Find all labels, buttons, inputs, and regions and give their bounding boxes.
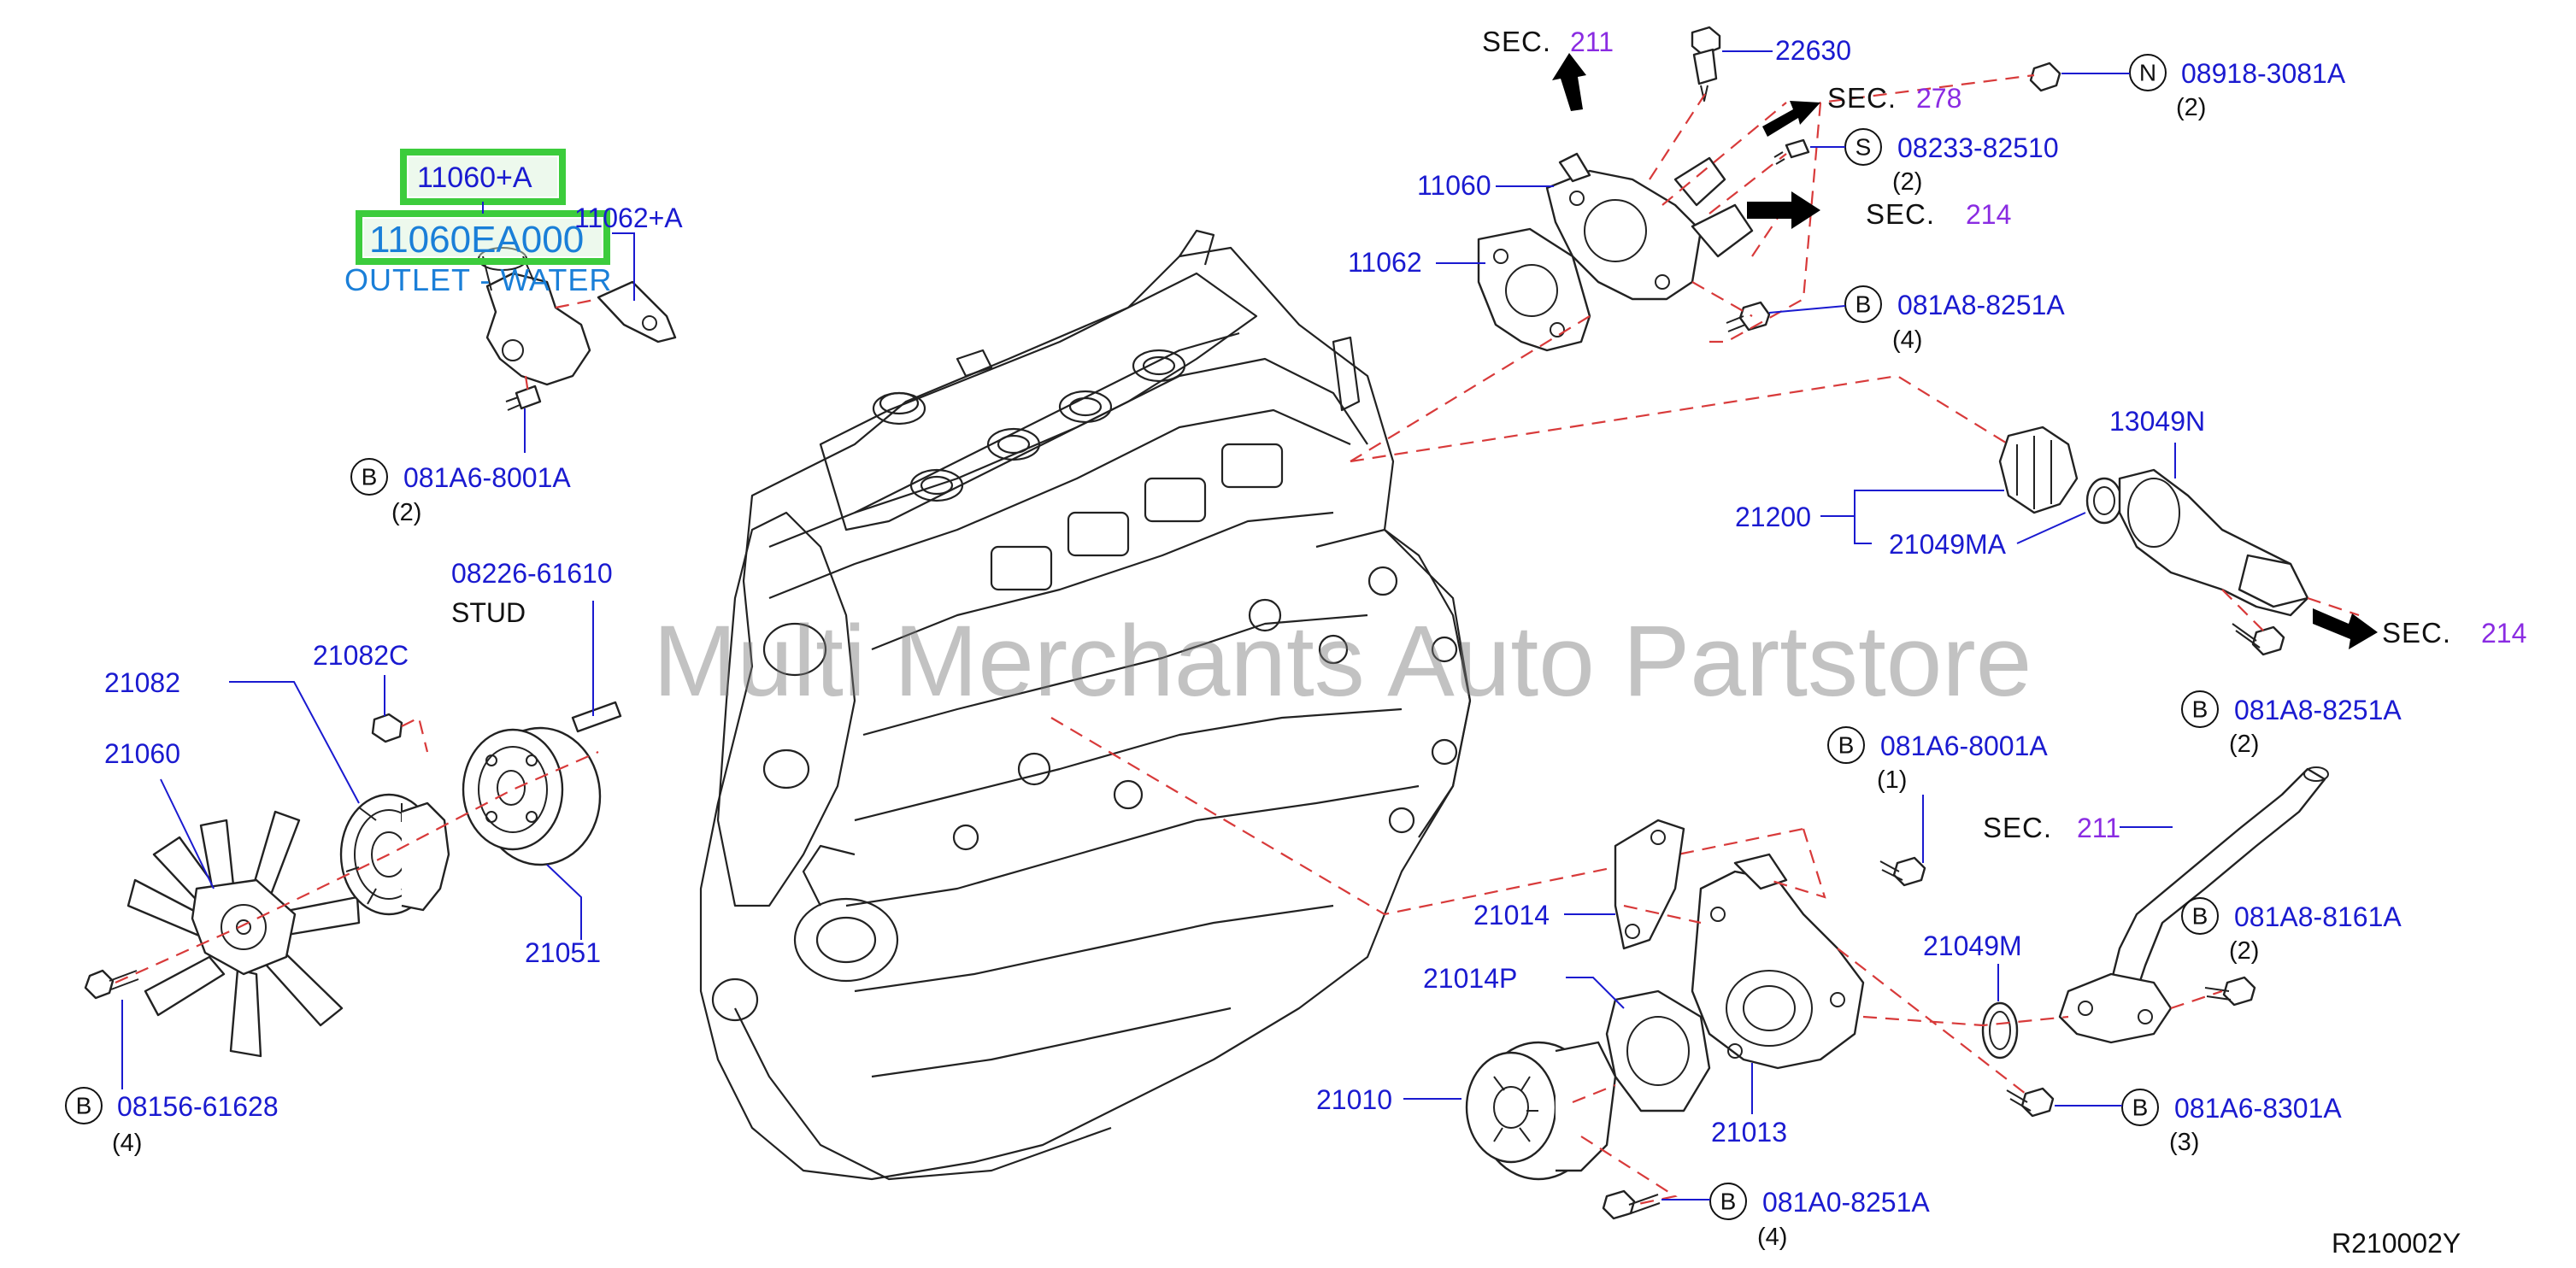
label-21014: 21014 (1473, 900, 1550, 930)
qty-081a8-8251a-top: (4) (1892, 326, 1922, 354)
label-21049ma: 21049MA (1889, 529, 2007, 560)
qty-081a8-8251a-mid: (2) (2229, 731, 2259, 758)
water-pump-assembly (1465, 766, 2329, 1220)
qty-081a8-8161a: (2) (2229, 937, 2259, 965)
label-21082c: 21082C (313, 640, 409, 671)
label-081a6-8001a-top: 081A6-8001A (403, 462, 571, 493)
circle-b-icon (65, 1087, 103, 1124)
arrow-right-icon (2313, 608, 2378, 649)
svg-text:B: B (2192, 903, 2208, 930)
label-081a6-8001a-mid: 081A6-8001A (1880, 731, 2048, 761)
label-21013: 21013 (1711, 1117, 1787, 1148)
arrow-right-icon (1762, 101, 1820, 137)
svg-text:B: B (1838, 732, 1855, 759)
label-21200: 21200 (1735, 502, 1811, 532)
sec-214-right: 214 (2481, 618, 2526, 649)
highlight-label-11060-a: 11060+A (417, 161, 532, 194)
highlight-part-number: 11060EA000 (369, 219, 584, 261)
label-11062: 11062 (1348, 247, 1422, 278)
watermark: Multi Merchants Auto Partstore (653, 605, 2032, 718)
label-22630: 22630 (1775, 35, 1851, 66)
label-21014p: 21014P (1423, 963, 1517, 994)
sec-211-top: 211 (1570, 26, 1614, 57)
label-081a8-8251a-mid: 081A8-8251A (2234, 695, 2402, 725)
qty-081a6-8001a-top: (2) (391, 499, 421, 526)
qty-08233-82510: (2) (1892, 168, 1922, 196)
thermostat-assembly (1050, 374, 2360, 916)
label-081a6-8301a: 081A6-8301A (2174, 1093, 2342, 1124)
qty-08156-61628: (4) (112, 1130, 142, 1157)
label-08226-61610: 08226-61610 (451, 558, 613, 589)
circle-b-icon (350, 458, 388, 496)
label-08233-82510: 08233-82510 (1897, 132, 2059, 163)
svg-text:B: B (2192, 696, 2208, 723)
circle-b-icon (2181, 690, 2219, 728)
water-outlet-main-assembly (1350, 26, 2061, 462)
qty-08918-3081a: (2) (2176, 94, 2206, 121)
label-08918-3081a: 08918-3081A (2181, 58, 2346, 89)
svg-text:B: B (2132, 1095, 2149, 1121)
arrow-up-icon (1552, 53, 1586, 111)
circle-b-icon (2181, 897, 2219, 935)
label-21010: 21010 (1316, 1084, 1392, 1115)
label-21082: 21082 (104, 667, 180, 698)
qty-081a6-8301a: (3) (2169, 1129, 2199, 1156)
label-21060: 21060 (104, 738, 180, 769)
sec-278-word: SEC. (1827, 82, 1897, 114)
sec-214-top-word: SEC. (1866, 198, 1935, 230)
diagram-code: R210002Y (2332, 1228, 2461, 1259)
label-13049n: 13049N (2109, 406, 2205, 437)
highlight-description: OUTLET - WATER (344, 262, 612, 297)
svg-text:N: N (2139, 60, 2156, 86)
sec-211-bottom-word: SEC. (1983, 812, 2052, 843)
label-08156-61628: 08156-61628 (117, 1091, 279, 1122)
arrow-right-icon (1747, 191, 1820, 229)
qty-081a6-8001a-mid: (1) (1877, 766, 1907, 794)
circle-b-icon (2121, 1089, 2159, 1126)
circle-b-icon (1844, 285, 1882, 323)
label-081a8-8251a-top: 081A8-8251A (1897, 290, 2065, 320)
svg-text:B: B (76, 1093, 92, 1119)
sec-214-top: 214 (1966, 199, 2011, 230)
sec-278: 278 (1916, 83, 1961, 114)
engine-block-drawing (699, 229, 1472, 1181)
svg-text:B: B (1720, 1189, 1737, 1215)
label-11062-a: 11062+A (574, 203, 683, 233)
water-outlet-small-assembly (478, 247, 677, 411)
qty-081a0-8251a: (4) (1757, 1224, 1787, 1251)
sec-211-top-word: SEC. (1482, 26, 1551, 57)
highlight-group: 11060+A 11060EA000 OUTLET - WATER (344, 149, 612, 297)
label-081a0-8251a: 081A0-8251A (1762, 1187, 1930, 1218)
label-21049m: 21049M (1923, 930, 2022, 961)
label-11060: 11060 (1417, 170, 1491, 201)
svg-text:S: S (1856, 134, 1872, 161)
label-081a8-8161a: 081A8-8161A (2234, 901, 2402, 932)
sec-211-bottom: 211 (2077, 813, 2120, 843)
sec-214-right-word: SEC. (2382, 617, 2451, 649)
svg-text:B: B (1856, 291, 1872, 318)
fan-assembly (84, 701, 622, 1058)
svg-text:B: B (362, 464, 378, 490)
circle-b-icon (1827, 726, 1865, 764)
label-21051: 21051 (525, 937, 601, 968)
label-stud: STUD (451, 597, 526, 628)
circle-b-icon (1709, 1183, 1747, 1220)
